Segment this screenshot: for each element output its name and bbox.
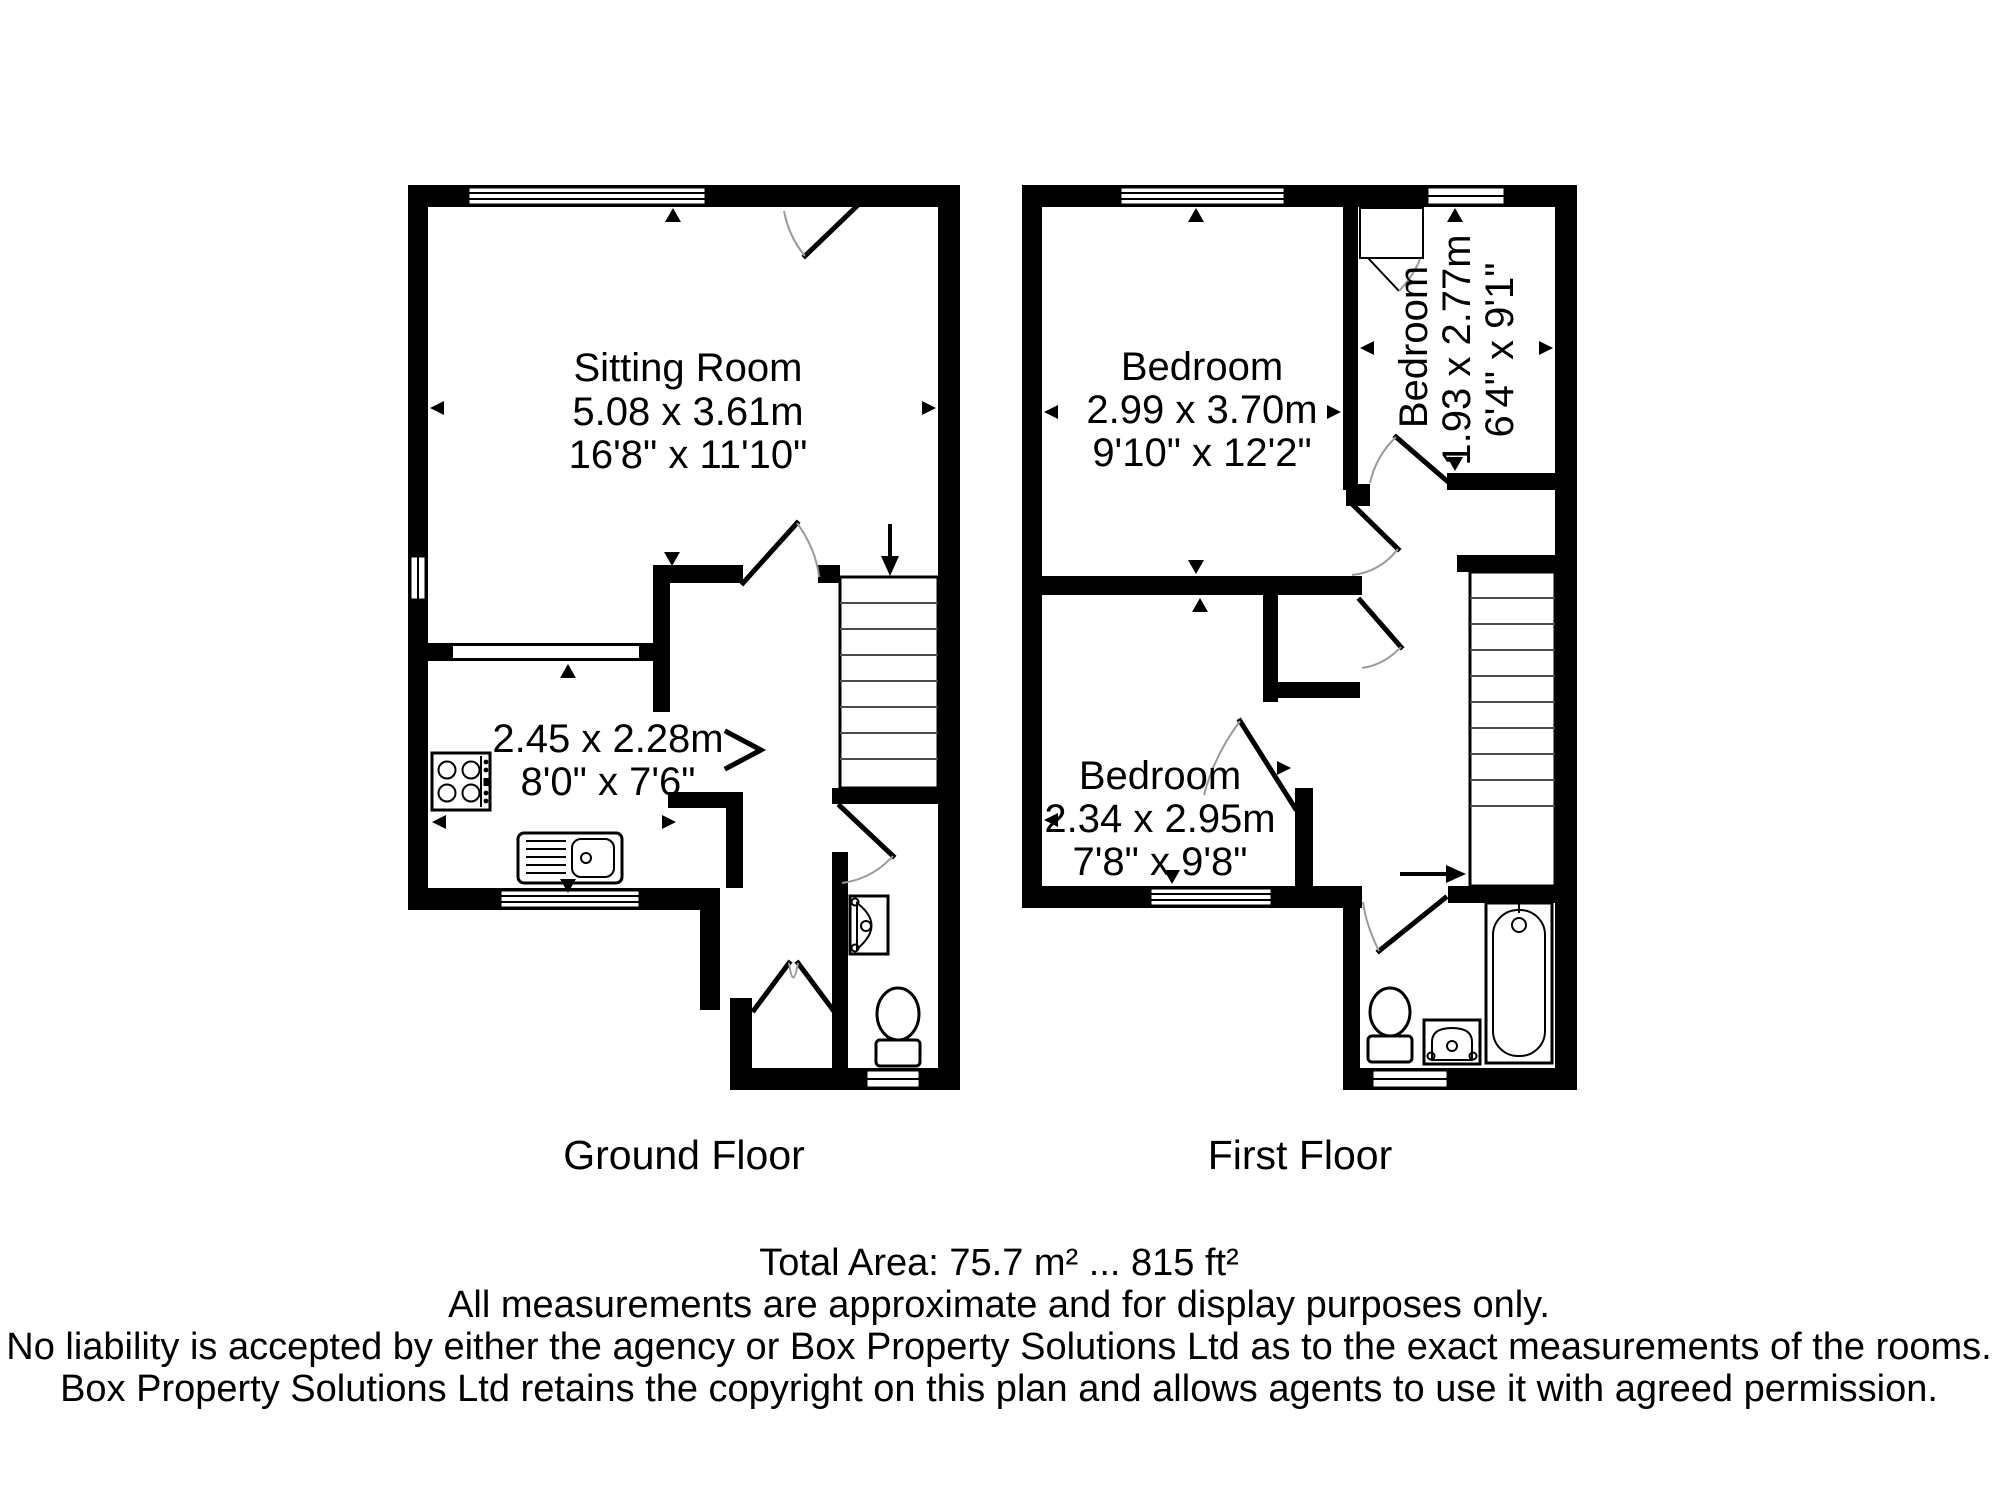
- stairs-up-arrow-icon: [1400, 865, 1466, 883]
- ground-floor-plan: Sitting Room 5.08 x 3.61m 16'8" x 11'10"…: [408, 185, 960, 1090]
- first-floor-room-labels: Bedroom 2.99 x 3.70m 9'10" x 12'2" Bedro…: [1044, 234, 1522, 884]
- bathtub-icon: [1484, 901, 1554, 1065]
- kitchen-sink-icon: [516, 831, 624, 885]
- kitchen-window: [498, 888, 642, 910]
- ground-floor-dimension-arrows: [430, 208, 936, 893]
- sitting-room-side-window: [408, 554, 428, 602]
- bedroom-2-metric: 1.93 x 2.77m: [1435, 234, 1479, 465]
- wc-door: [836, 802, 897, 884]
- bathroom-door: [1362, 894, 1449, 955]
- kitchen-metric: 2.45 x 2.28m: [492, 717, 723, 761]
- bedroom-1-name: Bedroom: [1121, 345, 1283, 389]
- stairs-down-arrow-icon: [881, 524, 899, 576]
- ground-floor-doors: [723, 203, 897, 1014]
- sitting-room-metric: 5.08 x 3.61m: [572, 390, 803, 434]
- first-floor-doors: [1203, 433, 1451, 955]
- sitting-room-hall-door: [739, 519, 820, 587]
- total-area-text: Total Area: 75.7 m² ... 815 ft²: [759, 1242, 1238, 1284]
- first-floor-windows: [1118, 185, 1507, 1090]
- bedroom-3-door: [1203, 717, 1299, 812]
- hob-icon: [430, 751, 492, 812]
- disclaimer-line-3: Box Property Solutions Ltd retains the c…: [60, 1368, 1938, 1410]
- toilet-icon: [1366, 986, 1414, 1064]
- ground-floor-stairs: [838, 524, 940, 790]
- first-floor-label: First Floor: [1208, 1132, 1393, 1178]
- bathroom-fixtures: [1366, 901, 1554, 1066]
- bedroom-1-window: [1118, 185, 1287, 207]
- wc-basin-icon: [848, 894, 890, 956]
- first-floor-stairs: [1400, 570, 1557, 888]
- bedroom-2-imperial: 6'4" x 9'1": [1478, 263, 1522, 438]
- closet-door: [1356, 596, 1405, 669]
- kitchen-imperial: 8'0" x 7'6": [521, 760, 696, 804]
- kitchen-internal-window: [451, 644, 641, 660]
- bedroom-3-name: Bedroom: [1079, 754, 1241, 798]
- kitchen-door: [723, 728, 767, 772]
- bedroom-2-door: [1369, 433, 1451, 485]
- wardrobe-icon: [1359, 207, 1424, 292]
- wc-toilet-icon: [874, 986, 922, 1068]
- ground-floor-label: Ground Floor: [563, 1132, 805, 1178]
- sitting-room-entry-door: [783, 203, 860, 260]
- ground-floor-windows: [408, 185, 922, 1090]
- ground-floor-room-labels: Sitting Room 5.08 x 3.61m 16'8" x 11'10"…: [492, 346, 807, 804]
- disclaimer-line-1: All measurements are approximate and for…: [448, 1284, 1550, 1326]
- captions: Ground Floor First Floor Total Area: 75.…: [6, 1132, 1991, 1410]
- bedroom-1-imperial: 9'10" x 12'2": [1092, 431, 1311, 475]
- bedroom-1-door: [1348, 500, 1402, 576]
- bathroom-window: [1370, 1068, 1450, 1090]
- bathroom-basin-icon: [1422, 1018, 1482, 1066]
- bedroom-1-metric: 2.99 x 3.70m: [1086, 388, 1317, 432]
- sitting-room-imperial: 16'8" x 11'10": [569, 433, 808, 477]
- bedroom-3-metric: 2.34 x 2.95m: [1044, 797, 1275, 841]
- bedroom-2-name: Bedroom: [1392, 266, 1436, 428]
- sitting-room-name: Sitting Room: [574, 346, 803, 390]
- bedroom-3-window: [1148, 886, 1274, 908]
- wc-window: [864, 1068, 922, 1090]
- first-floor-plan: Bedroom 2.99 x 3.70m 9'10" x 12'2" Bedro…: [1022, 185, 1577, 1090]
- bedroom-2-window: [1425, 185, 1507, 207]
- entrance-double-doors: [750, 959, 837, 1014]
- bedroom-3-imperial: 7'8" x 9'8": [1073, 840, 1248, 884]
- first-floor-dimension-arrows: [1044, 208, 1553, 884]
- sitting-room-window: [466, 185, 708, 207]
- disclaimer-line-2: No liability is accepted by either the a…: [6, 1326, 1991, 1368]
